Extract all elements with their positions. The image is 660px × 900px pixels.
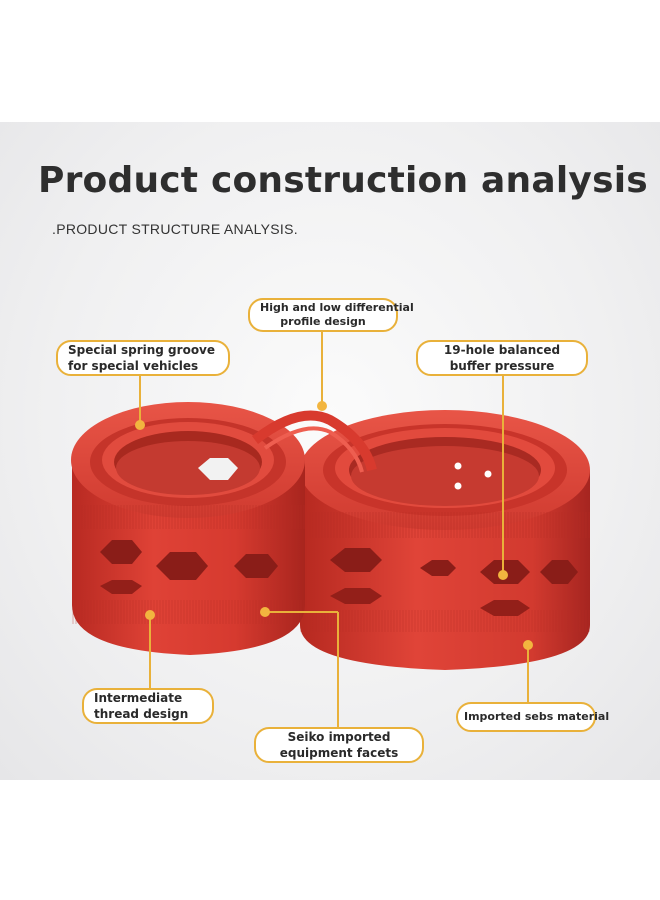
page-subtitle: .PRODUCT STRUCTURE ANALYSIS.	[52, 221, 298, 237]
callout-profile-design-line1: High and low differential	[260, 301, 414, 314]
leader-lines	[139, 330, 529, 730]
callout-facets: Seiko imported equipment facets	[254, 727, 424, 763]
callout-facets-line1: Seiko imported	[287, 730, 391, 744]
callout-spring-groove-line1: Special spring groove	[68, 343, 216, 357]
callout-balanced-holes-line2: buffer pressure	[449, 359, 555, 373]
page-title: Product construction analysis	[38, 160, 648, 201]
callout-material: Imported sebs material	[456, 702, 610, 732]
callout-thread-design: Intermediate thread design	[82, 688, 214, 724]
left-ring	[71, 402, 305, 655]
callout-thread-design-line2: thread design	[94, 707, 189, 721]
callout-profile-design: High and low differential profile design	[248, 298, 414, 332]
callout-balanced-holes-line1: 19-hole balanced	[443, 343, 561, 357]
callout-facets-line2: equipment facets	[279, 746, 399, 760]
callout-spring-groove: Special spring groove for special vehicl…	[56, 340, 230, 376]
right-ring	[300, 410, 590, 670]
callout-spring-groove-line2: for special vehicles	[68, 359, 199, 373]
callout-thread-design-line1: Intermediate	[94, 691, 183, 705]
callout-material-line1: Imported sebs material	[464, 710, 610, 723]
spiral-ribbon	[251, 410, 377, 473]
leader-dots	[135, 401, 533, 650]
callout-balanced-holes: 19-hole balanced buffer pressure	[416, 340, 588, 376]
callout-profile-design-line2: profile design	[280, 315, 366, 328]
